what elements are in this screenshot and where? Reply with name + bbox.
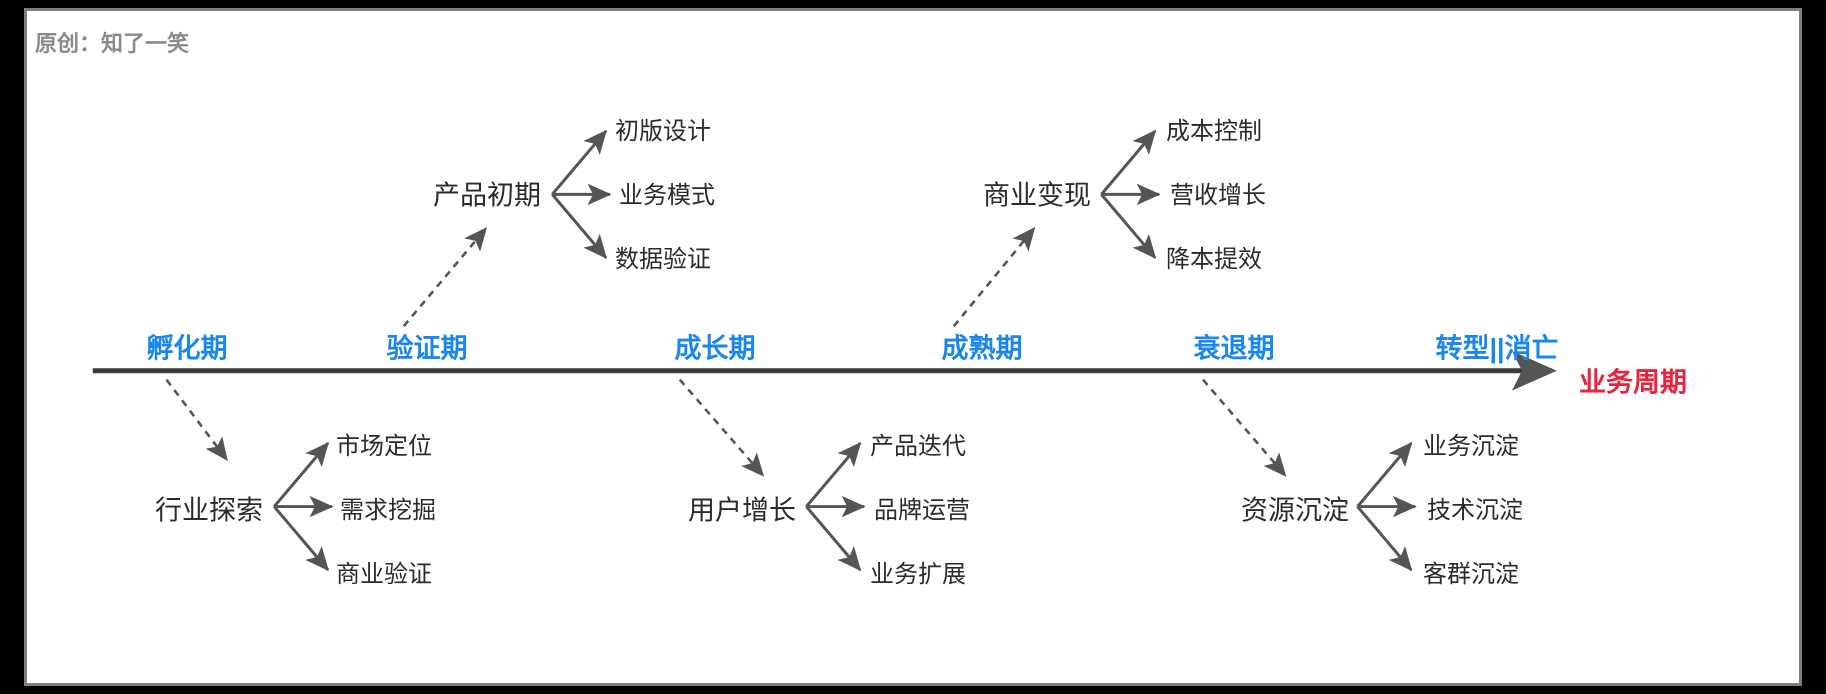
cluster-main-user-growth[interactable]: 用户增长 — [688, 495, 796, 526]
cluster-leaf-industry-exploration-3[interactable]: 商业验证 — [336, 561, 432, 588]
diagram-canvas: 原创：知了一笑 — [24, 8, 1802, 686]
credit-label: 原创：知了一笑 — [35, 31, 190, 56]
fan-commercialization — [1100, 129, 1161, 259]
cluster-leaf-resource-precipitation-1[interactable]: 业务沉淀 — [1423, 433, 1519, 460]
cluster-leaf-early-product-3[interactable]: 数据验证 — [615, 246, 711, 273]
fan-early-product — [551, 129, 612, 259]
cluster-leaf-commercialization-1[interactable]: 成本控制 — [1166, 118, 1262, 145]
cluster-leaf-resource-precipitation-2[interactable]: 技术沉淀 — [1427, 497, 1523, 524]
phase-label-transform[interactable]: 转型||消亡 — [1435, 333, 1559, 364]
phase-label-incubation[interactable]: 孵化期 — [146, 333, 228, 364]
cluster-leaf-user-growth-2[interactable]: 品牌运营 — [874, 497, 970, 524]
cluster-leaf-early-product-2[interactable]: 业务模式 — [619, 182, 715, 209]
cluster-leaf-early-product-1[interactable]: 初版设计 — [615, 118, 711, 145]
cluster-leaf-commercialization-3[interactable]: 降本提效 — [1166, 246, 1262, 273]
cluster-leaf-user-growth-3[interactable]: 业务扩展 — [870, 561, 966, 588]
cluster-leaf-industry-exploration-1[interactable]: 市场定位 — [336, 433, 432, 460]
cluster-main-industry-exploration[interactable]: 行业探索 — [155, 495, 263, 526]
phase-label-maturity[interactable]: 成熟期 — [941, 333, 1023, 364]
cluster-leaf-industry-exploration-2[interactable]: 需求挖掘 — [340, 497, 436, 524]
fan-industry-exploration — [273, 442, 334, 572]
cluster-leaf-resource-precipitation-3[interactable]: 客群沉淀 — [1423, 561, 1519, 588]
cluster-leaf-commercialization-2[interactable]: 营收增长 — [1170, 182, 1266, 209]
axis-end-label: 业务周期 — [1579, 367, 1687, 398]
phase-label-decline[interactable]: 衰退期 — [1193, 333, 1275, 364]
phase-label-growth[interactable]: 成长期 — [674, 333, 756, 364]
dashed-connector-maturity — [952, 227, 1036, 328]
fan-resource-precipitation — [1356, 442, 1417, 572]
phase-label-validation[interactable]: 验证期 — [386, 333, 468, 364]
dashed-connector-decline — [1202, 378, 1287, 477]
diagram-lines-layer — [92, 129, 1557, 572]
cluster-main-commercialization[interactable]: 商业变现 — [983, 180, 1091, 211]
cluster-main-resource-precipitation[interactable]: 资源沉淀 — [1241, 495, 1349, 526]
fan-user-growth — [805, 442, 866, 572]
cluster-main-early-product[interactable]: 产品初期 — [433, 180, 541, 211]
dashed-connector-incubation — [165, 378, 228, 462]
cluster-leaf-user-growth-1[interactable]: 产品迭代 — [870, 433, 966, 460]
dashed-connector-growth — [678, 378, 765, 477]
dashed-connector-validation — [402, 227, 488, 328]
